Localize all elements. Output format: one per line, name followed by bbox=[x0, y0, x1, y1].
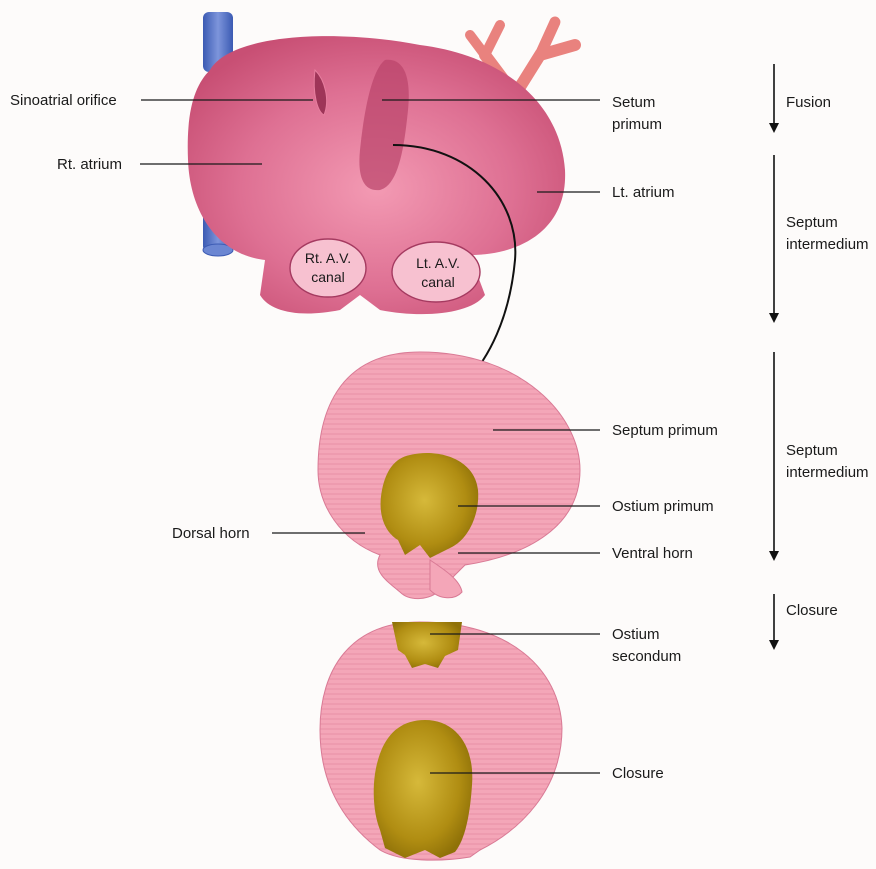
closure-label: Closure bbox=[612, 765, 664, 782]
lt-av-canal-label-1: Lt. A.V. bbox=[416, 255, 460, 271]
lt-av-canal-label-2: canal bbox=[421, 274, 454, 290]
ostium-secondum-label-1: Ostium bbox=[612, 626, 660, 643]
stage-fusion: Fusion bbox=[786, 94, 831, 111]
setum-primum-label-1: Setum bbox=[612, 94, 655, 111]
setum-primum-label-2: primum bbox=[612, 116, 662, 133]
stage-septum-intermedium-b-2: intermedium bbox=[786, 464, 869, 481]
ostium-secondum-label-2: secondum bbox=[612, 648, 681, 665]
lt-av-canal bbox=[392, 242, 480, 302]
rt-atrium-label: Rt. atrium bbox=[57, 156, 122, 173]
sinoatrial-orifice-label: Sinoatrial orifice bbox=[10, 92, 117, 109]
lt-atrium-label: Lt. atrium bbox=[612, 184, 675, 201]
stage-septum-intermedium-a-1: Septum bbox=[786, 214, 838, 231]
rt-av-canal-label-2: canal bbox=[311, 269, 344, 285]
ostium-primum-label: Ostium primum bbox=[612, 498, 714, 515]
stage-closure: Closure bbox=[786, 602, 838, 619]
rt-av-canal bbox=[290, 239, 366, 297]
septum-primum-label: Septum primum bbox=[612, 422, 718, 439]
rt-av-canal-label-1: Rt. A.V. bbox=[305, 250, 351, 266]
stage-septum-intermedium-a-2: intermedium bbox=[786, 236, 869, 253]
dorsal-horn-label: Dorsal horn bbox=[172, 525, 250, 542]
stage-septum-intermedium-b-1: Septum bbox=[786, 442, 838, 459]
ventral-horn-label: Ventral horn bbox=[612, 545, 693, 562]
closure-plug bbox=[374, 720, 473, 858]
